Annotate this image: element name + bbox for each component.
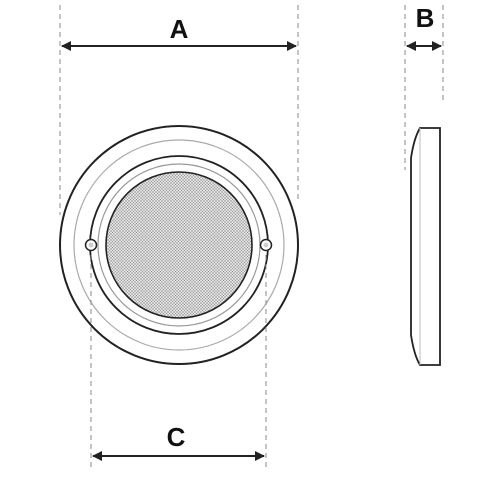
- dimension-b: B: [406, 3, 442, 51]
- dimension-a-label: A: [170, 14, 189, 44]
- dimension-b-label: B: [416, 3, 435, 33]
- screw-icon-left: [84, 238, 98, 252]
- rim-inner-edge: [73, 139, 285, 351]
- mesh-grille: [105, 171, 253, 319]
- dimension-c-label: C: [167, 422, 186, 452]
- extension-lines: [59, 5, 444, 470]
- side-view: [410, 127, 441, 366]
- dimension-c: C: [92, 422, 265, 461]
- side-profile: [410, 127, 441, 366]
- screw-icon-right: [259, 238, 273, 252]
- dimension-a: A: [61, 14, 297, 51]
- front-view: [59, 125, 299, 365]
